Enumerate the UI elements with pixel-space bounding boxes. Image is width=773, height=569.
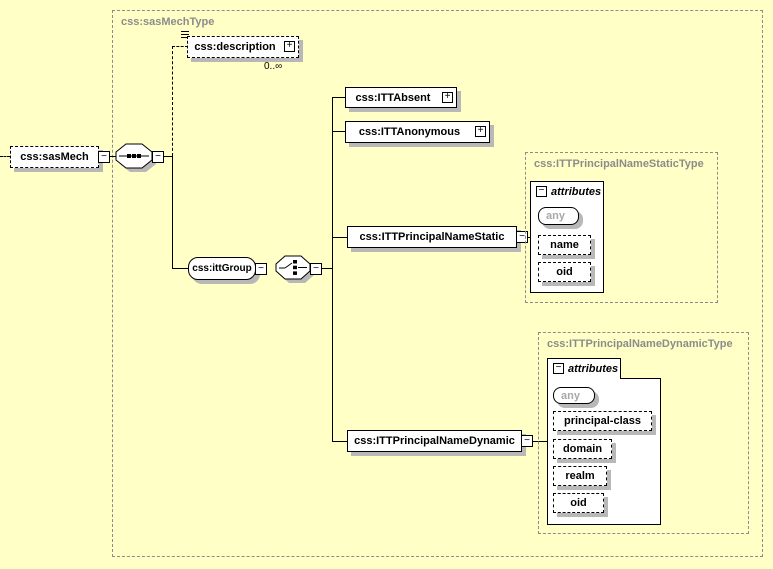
attribute-principal-class[interactable]: principal-class xyxy=(553,411,652,431)
attribute-oid[interactable]: oid xyxy=(538,262,591,282)
attributes-header: attributes xyxy=(568,363,619,375)
attribute-domain[interactable]: domain xyxy=(553,439,612,459)
element-ittprincipalnamestatic[interactable]: css:ITTPrincipalNameStatic xyxy=(347,226,517,248)
attribute-name[interactable]: name xyxy=(538,235,591,255)
choice-icon[interactable] xyxy=(275,255,316,285)
occurrence-label: 0..∞ xyxy=(264,61,283,72)
annotation-marks-icon xyxy=(181,31,189,40)
connector xyxy=(527,237,532,238)
element-ittabsent[interactable]: css:ITTAbsent + xyxy=(345,87,457,108)
element-label: css:ittGroup xyxy=(192,263,252,274)
collapse-button-dynamic-attributes[interactable]: − xyxy=(553,363,564,374)
type-frame-dynamicnametype: css:ITTPrincipalNameDynamicType xyxy=(538,332,749,534)
element-label: css:ITTAnonymous xyxy=(358,126,461,138)
connector xyxy=(332,441,348,442)
attribute-any[interactable]: any xyxy=(538,207,579,225)
element-sasmech[interactable]: css:sasMech xyxy=(10,146,99,168)
type-frame-label: css:ITTPrincipalNameStaticType xyxy=(534,158,704,170)
collapse-button-ittprincipalnamedynamic[interactable]: − xyxy=(521,435,533,447)
collapse-button-sasmech[interactable]: − xyxy=(98,151,110,163)
element-label: css:sasMech xyxy=(20,151,89,163)
connector xyxy=(163,156,173,157)
connector xyxy=(110,156,118,157)
element-label: css:ITTPrincipalNameDynamic xyxy=(354,435,515,447)
connector xyxy=(332,131,346,132)
type-frame-label: css:sasMechType xyxy=(121,16,215,28)
element-label: css:ITTPrincipalNameStatic xyxy=(359,231,505,243)
connector xyxy=(532,441,548,442)
type-frame-label: css:ITTPrincipalNameDynamicType xyxy=(547,338,733,350)
collapse-button-ittgroup[interactable]: − xyxy=(255,263,267,275)
type-frame-sasmechtype: css:sasMechType xyxy=(112,10,763,557)
attributes-panel-tab xyxy=(547,358,621,378)
connector xyxy=(332,97,346,98)
connector xyxy=(332,97,333,442)
connector xyxy=(0,156,10,157)
expand-button-ittanonymous[interactable]: + xyxy=(475,126,486,137)
attribute-any[interactable]: any xyxy=(553,387,595,404)
collapse-button-static-attributes[interactable]: − xyxy=(536,186,547,197)
attribute-realm[interactable]: realm xyxy=(553,466,607,486)
collapse-button-sequence[interactable]: − xyxy=(152,151,164,163)
connector xyxy=(332,237,348,238)
connector xyxy=(172,46,188,47)
element-description[interactable]: css:description + xyxy=(187,36,299,58)
element-ittprincipalnamedynamic[interactable]: css:ITTPrincipalNameDynamic xyxy=(347,430,522,452)
attributes-header: attributes xyxy=(551,186,602,198)
expand-button-description[interactable]: + xyxy=(284,41,295,52)
element-ittgroup[interactable]: css:ittGroup xyxy=(188,257,256,280)
type-frame-staticnametype: css:ITTPrincipalNameStaticType xyxy=(525,152,718,303)
collapse-button-choice[interactable]: − xyxy=(310,263,322,275)
connector xyxy=(172,156,173,269)
sequence-icon[interactable] xyxy=(115,143,158,174)
element-label: css:ITTAbsent xyxy=(355,91,431,104)
connector xyxy=(172,46,173,156)
expand-button-ittabsent[interactable]: + xyxy=(442,91,453,103)
connector xyxy=(321,268,333,269)
connector xyxy=(172,268,189,269)
element-ittanonymous[interactable]: css:ITTAnonymous + xyxy=(345,121,490,143)
element-label: css:description xyxy=(194,41,276,53)
connector xyxy=(620,378,661,379)
attribute-oid[interactable]: oid xyxy=(553,493,604,513)
